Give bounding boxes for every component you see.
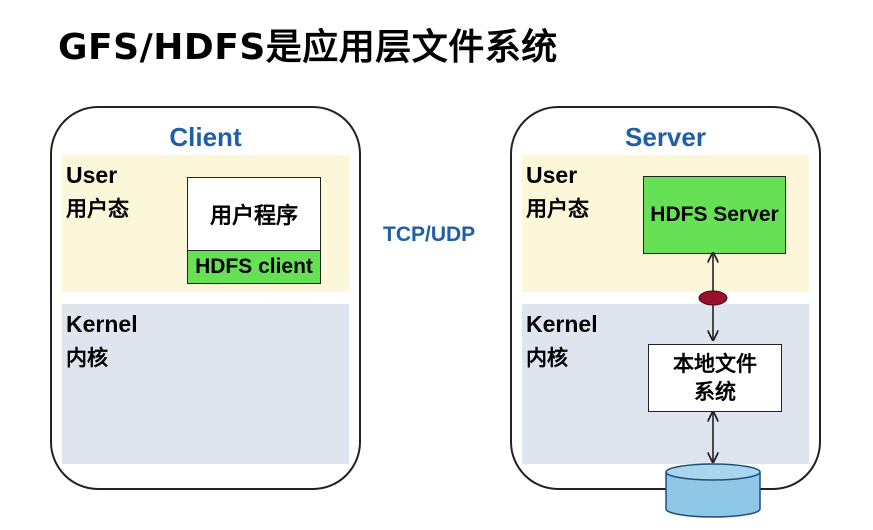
- hdfs-server-box: HDFS Server: [643, 176, 786, 254]
- server-machine: Server User 用户态 Kernel 内核 HDFS Server 本地…: [510, 106, 821, 490]
- server-label: Server: [625, 122, 706, 152]
- disk-icon: [665, 463, 761, 518]
- page-title: GFS/HDFS是应用层文件系统: [58, 27, 558, 68]
- hdfs-client-label: HDFS client: [195, 255, 313, 278]
- client-kernel-space: Kernel 内核: [62, 304, 349, 464]
- client-user-title: User: [66, 162, 118, 188]
- hdfs-server-label: HDFS Server: [650, 203, 779, 226]
- server-kernel-title: Kernel: [526, 311, 598, 337]
- client-machine: Client User 用户态 Kernel 内核 用户程序 HDFS clie…: [50, 106, 361, 490]
- server-kernel-subtitle: 内核: [526, 346, 568, 370]
- protocol-label: TCP/UDP: [383, 223, 476, 246]
- user-program-label: 用户程序: [209, 204, 298, 229]
- client-user-subtitle: 用户态: [66, 197, 129, 221]
- client-kernel-subtitle: 内核: [66, 346, 108, 370]
- client-kernel-title: Kernel: [66, 311, 138, 337]
- user-program-box: 用户程序: [187, 177, 321, 251]
- syscall-interface-marker: [698, 290, 728, 306]
- server-user-subtitle: 用户态: [526, 197, 589, 221]
- hdfs-client-box: HDFS client: [187, 250, 321, 284]
- local-fs-box: 本地文件 系统: [648, 344, 782, 412]
- client-label: Client: [169, 122, 242, 152]
- local-fs-label-line2: 系统: [694, 380, 736, 404]
- server-user-title: User: [526, 162, 578, 188]
- local-fs-label-line1: 本地文件: [673, 352, 757, 376]
